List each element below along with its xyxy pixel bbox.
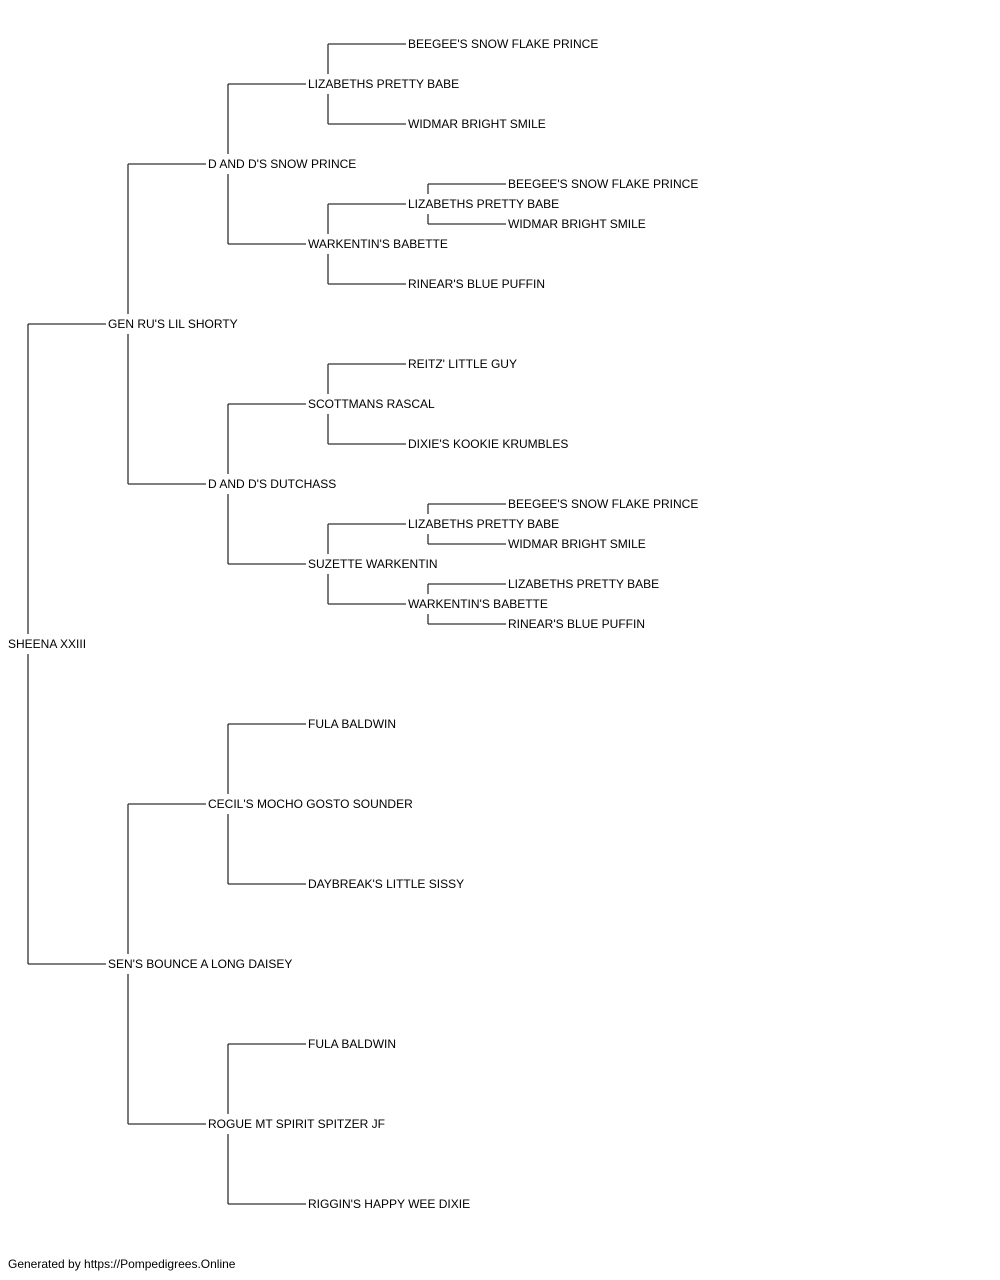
sire-name: FULA BALDWIN: [308, 717, 396, 731]
sire-name: LIZABETHS PRETTY BABE: [408, 197, 559, 211]
dam-name: WIDMAR BRIGHT SMILE: [508, 217, 646, 231]
dam-name: D AND D'S DUTCHASS: [208, 477, 336, 491]
sire-name: REITZ' LITTLE GUY: [408, 357, 517, 371]
dam-name: WIDMAR BRIGHT SMILE: [408, 117, 546, 131]
dam-name: SUZETTE WARKENTIN: [308, 557, 438, 571]
dam-name: RIGGIN'S HAPPY WEE DIXIE: [308, 1197, 470, 1211]
sire-name: GEN RU'S LIL SHORTY: [108, 317, 238, 331]
sire-name: D AND D'S SNOW PRINCE: [208, 157, 356, 171]
sire-name: CECIL'S MOCHO GOSTO SOUNDER: [208, 797, 413, 811]
footer-credit: Generated by https://Pompedigrees.Online: [8, 1257, 236, 1271]
sire-name: LIZABETHS PRETTY BABE: [408, 517, 559, 531]
pedigree-tree: SHEENA XXIII GEN RU'S LIL SHORTY D AND D'S…: [8, 37, 698, 1211]
dam-name: RINEAR'S BLUE PUFFIN: [408, 277, 545, 291]
dam-name: SEN'S BOUNCE A LONG DAISEY: [108, 957, 292, 971]
sire-name: FULA BALDWIN: [308, 1037, 396, 1051]
sire-name: SCOTTMANS RASCAL: [308, 397, 435, 411]
dam-name: DIXIE'S KOOKIE KRUMBLES: [408, 437, 568, 451]
dam-name: ROGUE MT SPIRIT SPITZER JF: [208, 1117, 385, 1131]
dam-name: RINEAR'S BLUE PUFFIN: [508, 617, 645, 631]
dam-name: WIDMAR BRIGHT SMILE: [508, 537, 646, 551]
sire-name: BEEGEE'S SNOW FLAKE PRINCE: [408, 37, 598, 51]
dam-name: WARKENTIN'S BABETTE: [308, 237, 448, 251]
sire-name: LIZABETHS PRETTY BABE: [508, 577, 659, 591]
dam-name: WARKENTIN'S BABETTE: [408, 597, 548, 611]
dam-name: DAYBREAK'S LITTLE SISSY: [308, 877, 464, 891]
sire-name: LIZABETHS PRETTY BABE: [308, 77, 459, 91]
subject-name: SHEENA XXIII: [8, 637, 86, 651]
sire-name: BEEGEE'S SNOW FLAKE PRINCE: [508, 177, 698, 191]
sire-name: BEEGEE'S SNOW FLAKE PRINCE: [508, 497, 698, 511]
